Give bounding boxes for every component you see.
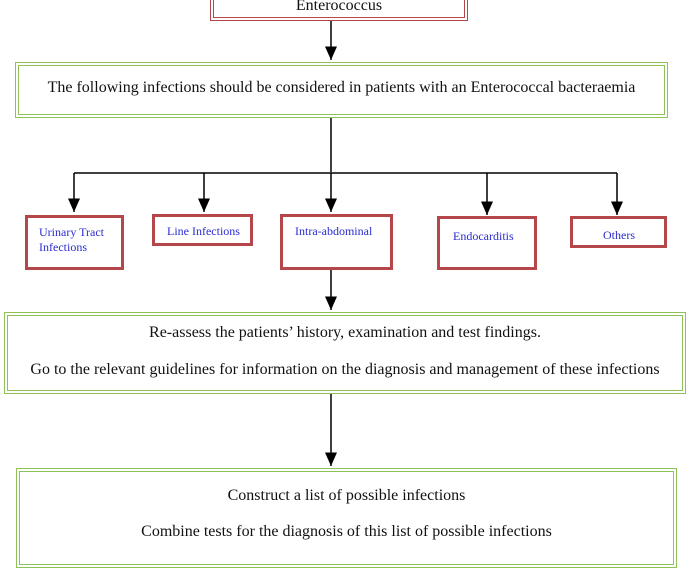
construct-line-2: Combine tests for the diagnosis of this … (141, 523, 552, 540)
infection-endocarditis: Endocarditis (437, 216, 537, 270)
reassess-line-2: Go to the relevant guidelines for inform… (30, 361, 660, 378)
infection-others: Others (570, 216, 667, 248)
infection-line: Line Infections (152, 214, 253, 246)
flow-connectors (68, 20, 623, 466)
reassess-box: Re-assess the patients’ history, examina… (4, 312, 686, 394)
infection-urinary-tract: Urinary Tract Infections (25, 215, 124, 270)
top-node-label: Enterococcus (295, 0, 383, 14)
infection-others-label: Others (603, 228, 635, 242)
infection-line-label: Line Infections (167, 224, 240, 238)
construct-line-1: Construct a list of possible infections (227, 487, 466, 504)
infection-intra-abdominal: Intra-abdominal (280, 214, 393, 270)
top-node-enterococcus: Enterococcus (210, 0, 468, 21)
consider-box: The following infections should be consi… (15, 62, 668, 118)
reassess-line-1: Re-assess the patients’ history, examina… (149, 324, 541, 341)
infection-intra-abdominal-label: Intra-abdominal (295, 224, 373, 238)
infection-urinary-tract-label: Urinary Tract Infections (39, 225, 104, 254)
construct-box: Construct a list of possible infections … (16, 468, 677, 568)
consider-label: The following infections should be consi… (47, 79, 636, 96)
infection-endocarditis-label: Endocarditis (453, 229, 514, 243)
